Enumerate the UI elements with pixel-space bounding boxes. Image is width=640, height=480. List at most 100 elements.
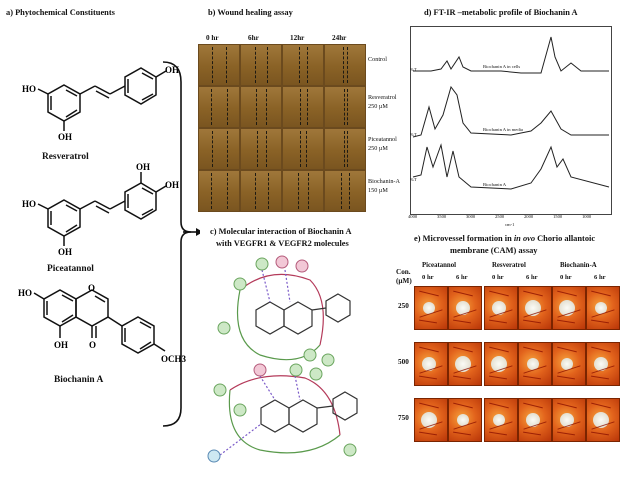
cam-blood-vessel [557, 319, 575, 324]
cam-time-header: 6 hr [456, 274, 468, 281]
ftir-traces [412, 36, 610, 190]
biochanin-methoxy: OCH3 [161, 354, 187, 364]
cam-blood-vessel [591, 319, 609, 324]
cam-blood-vessel [523, 402, 543, 409]
wound-image [282, 44, 324, 86]
cam-blood-vessel [489, 346, 509, 353]
wound-edge-line [343, 131, 345, 167]
cam-blood-vessel [419, 290, 439, 297]
cam-blood-vessel [557, 431, 575, 436]
wound-edge-line [307, 47, 308, 83]
resveratrol-ring-b [124, 67, 157, 105]
piceatannol-oh-top: OH [136, 162, 150, 172]
wound-image [240, 44, 282, 86]
panel-e-title-line1: e) Microvessel formation in in ovo Chori… [414, 234, 596, 243]
cam-egg-image [448, 286, 482, 330]
wound-edge-line [299, 47, 300, 83]
cam-blood-vessel [419, 402, 439, 409]
trace-label-cells: Biochanin A in cells [483, 64, 521, 69]
wound-image [240, 170, 282, 212]
cam-blood-vessel [523, 431, 541, 436]
wound-image [282, 128, 324, 170]
wound-edge-line [300, 131, 301, 167]
cam-blood-vessel [591, 402, 611, 409]
wound-edge-line [226, 47, 227, 83]
wound-row-label: Control [368, 56, 387, 63]
cam-blood-vessel [453, 319, 471, 324]
wound-row-label: 250 µM [368, 145, 388, 152]
cam-egg-image [586, 398, 620, 442]
cam-group-header: Biochanin-A [560, 262, 597, 269]
cam-blood-vessel [523, 319, 541, 324]
wound-time-header: 12hr [290, 34, 305, 42]
wound-edge-line [255, 47, 256, 83]
wound-edge-line [212, 47, 213, 83]
resveratrol-oh-bottom: OH [58, 132, 72, 142]
phytochemical-structures: HO OH OH HO OH OH OH HO O O OH OCH3 [18, 61, 200, 427]
cam-egg-image [518, 398, 552, 442]
wound-edge-line [256, 131, 258, 167]
ftir-x-tick: 4000 [408, 214, 418, 219]
cam-conc-label: 750 [398, 414, 409, 422]
wound-image [198, 44, 240, 86]
cam-blood-vessel [591, 375, 609, 380]
wound-edge-line [349, 173, 350, 209]
cam-egg-image [484, 398, 518, 442]
biochanin-ring-o: O [88, 283, 95, 293]
wound-image [198, 128, 240, 170]
cam-time-header: 6 hr [526, 274, 538, 281]
cam-egg-image [484, 286, 518, 330]
wound-edge-line [267, 47, 268, 83]
cam-blood-vessel [419, 375, 437, 380]
cam-blood-vessel [453, 402, 473, 409]
wound-edge-line [227, 173, 228, 209]
piceatannol-ring-a [47, 199, 81, 237]
piceatannol-ho-left: HO [22, 199, 36, 209]
cam-egg-image [414, 286, 448, 330]
biochanin-ring-b [121, 316, 155, 354]
wound-edge-line [341, 173, 342, 209]
y-axis-label-2: %T [410, 132, 417, 137]
cam-conc-label: 500 [398, 358, 409, 366]
wound-image [324, 44, 366, 86]
cam-group-header: Piceatannol [422, 262, 456, 269]
panel-e-title-line2: membrane (CAM) assay [450, 246, 538, 255]
panel-c-title-line2: with VEGFR1 & VEGFR2 molecules [216, 239, 349, 248]
wound-image [240, 128, 282, 170]
wound-image [282, 170, 324, 212]
cam-filter-disc [595, 302, 607, 314]
cam-blood-vessel [489, 319, 507, 324]
wound-row-label: 150 µM [368, 187, 388, 194]
biochanin-ring-a [43, 289, 77, 327]
trace-label-media: Biochanin A in media [483, 127, 523, 132]
trace-standard [412, 143, 610, 190]
residue-nodes [207, 255, 357, 463]
wound-time-header: 6hr [248, 34, 259, 42]
piceatannol-oh-right: OH [165, 180, 179, 190]
wound-row-label: 250 µM [368, 103, 388, 110]
wound-edge-line [343, 89, 345, 125]
cam-blood-vessel [523, 375, 541, 380]
cam-egg-image [414, 342, 448, 386]
ftir-x-tick: 3500 [437, 214, 447, 219]
cam-filter-disc [423, 302, 435, 314]
cam-blood-vessel [489, 431, 507, 436]
cam-blood-vessel [523, 346, 543, 353]
compound-label-resveratrol: Resveratrol [42, 152, 89, 162]
cam-egg-image [586, 286, 620, 330]
cam-blood-vessel [419, 346, 439, 353]
wound-edge-line [211, 89, 212, 125]
cam-group-header: Resveratrol [492, 262, 526, 269]
y-axis-label-3: %T [410, 177, 417, 182]
resveratrol-ring-a [47, 84, 81, 122]
ftir-x-tick: 2000 [524, 214, 534, 219]
cam-blood-vessel [591, 431, 609, 436]
ftir-x-tick: 1500 [553, 214, 563, 219]
cam-blood-vessel [557, 346, 577, 353]
cam-blood-vessel [489, 290, 509, 297]
cam-egg-image [518, 342, 552, 386]
wound-row-label: Biochanin-A [368, 178, 400, 185]
cam-blood-vessel [453, 375, 471, 380]
wound-edge-line [346, 89, 348, 125]
cam-blood-vessel [591, 346, 611, 353]
